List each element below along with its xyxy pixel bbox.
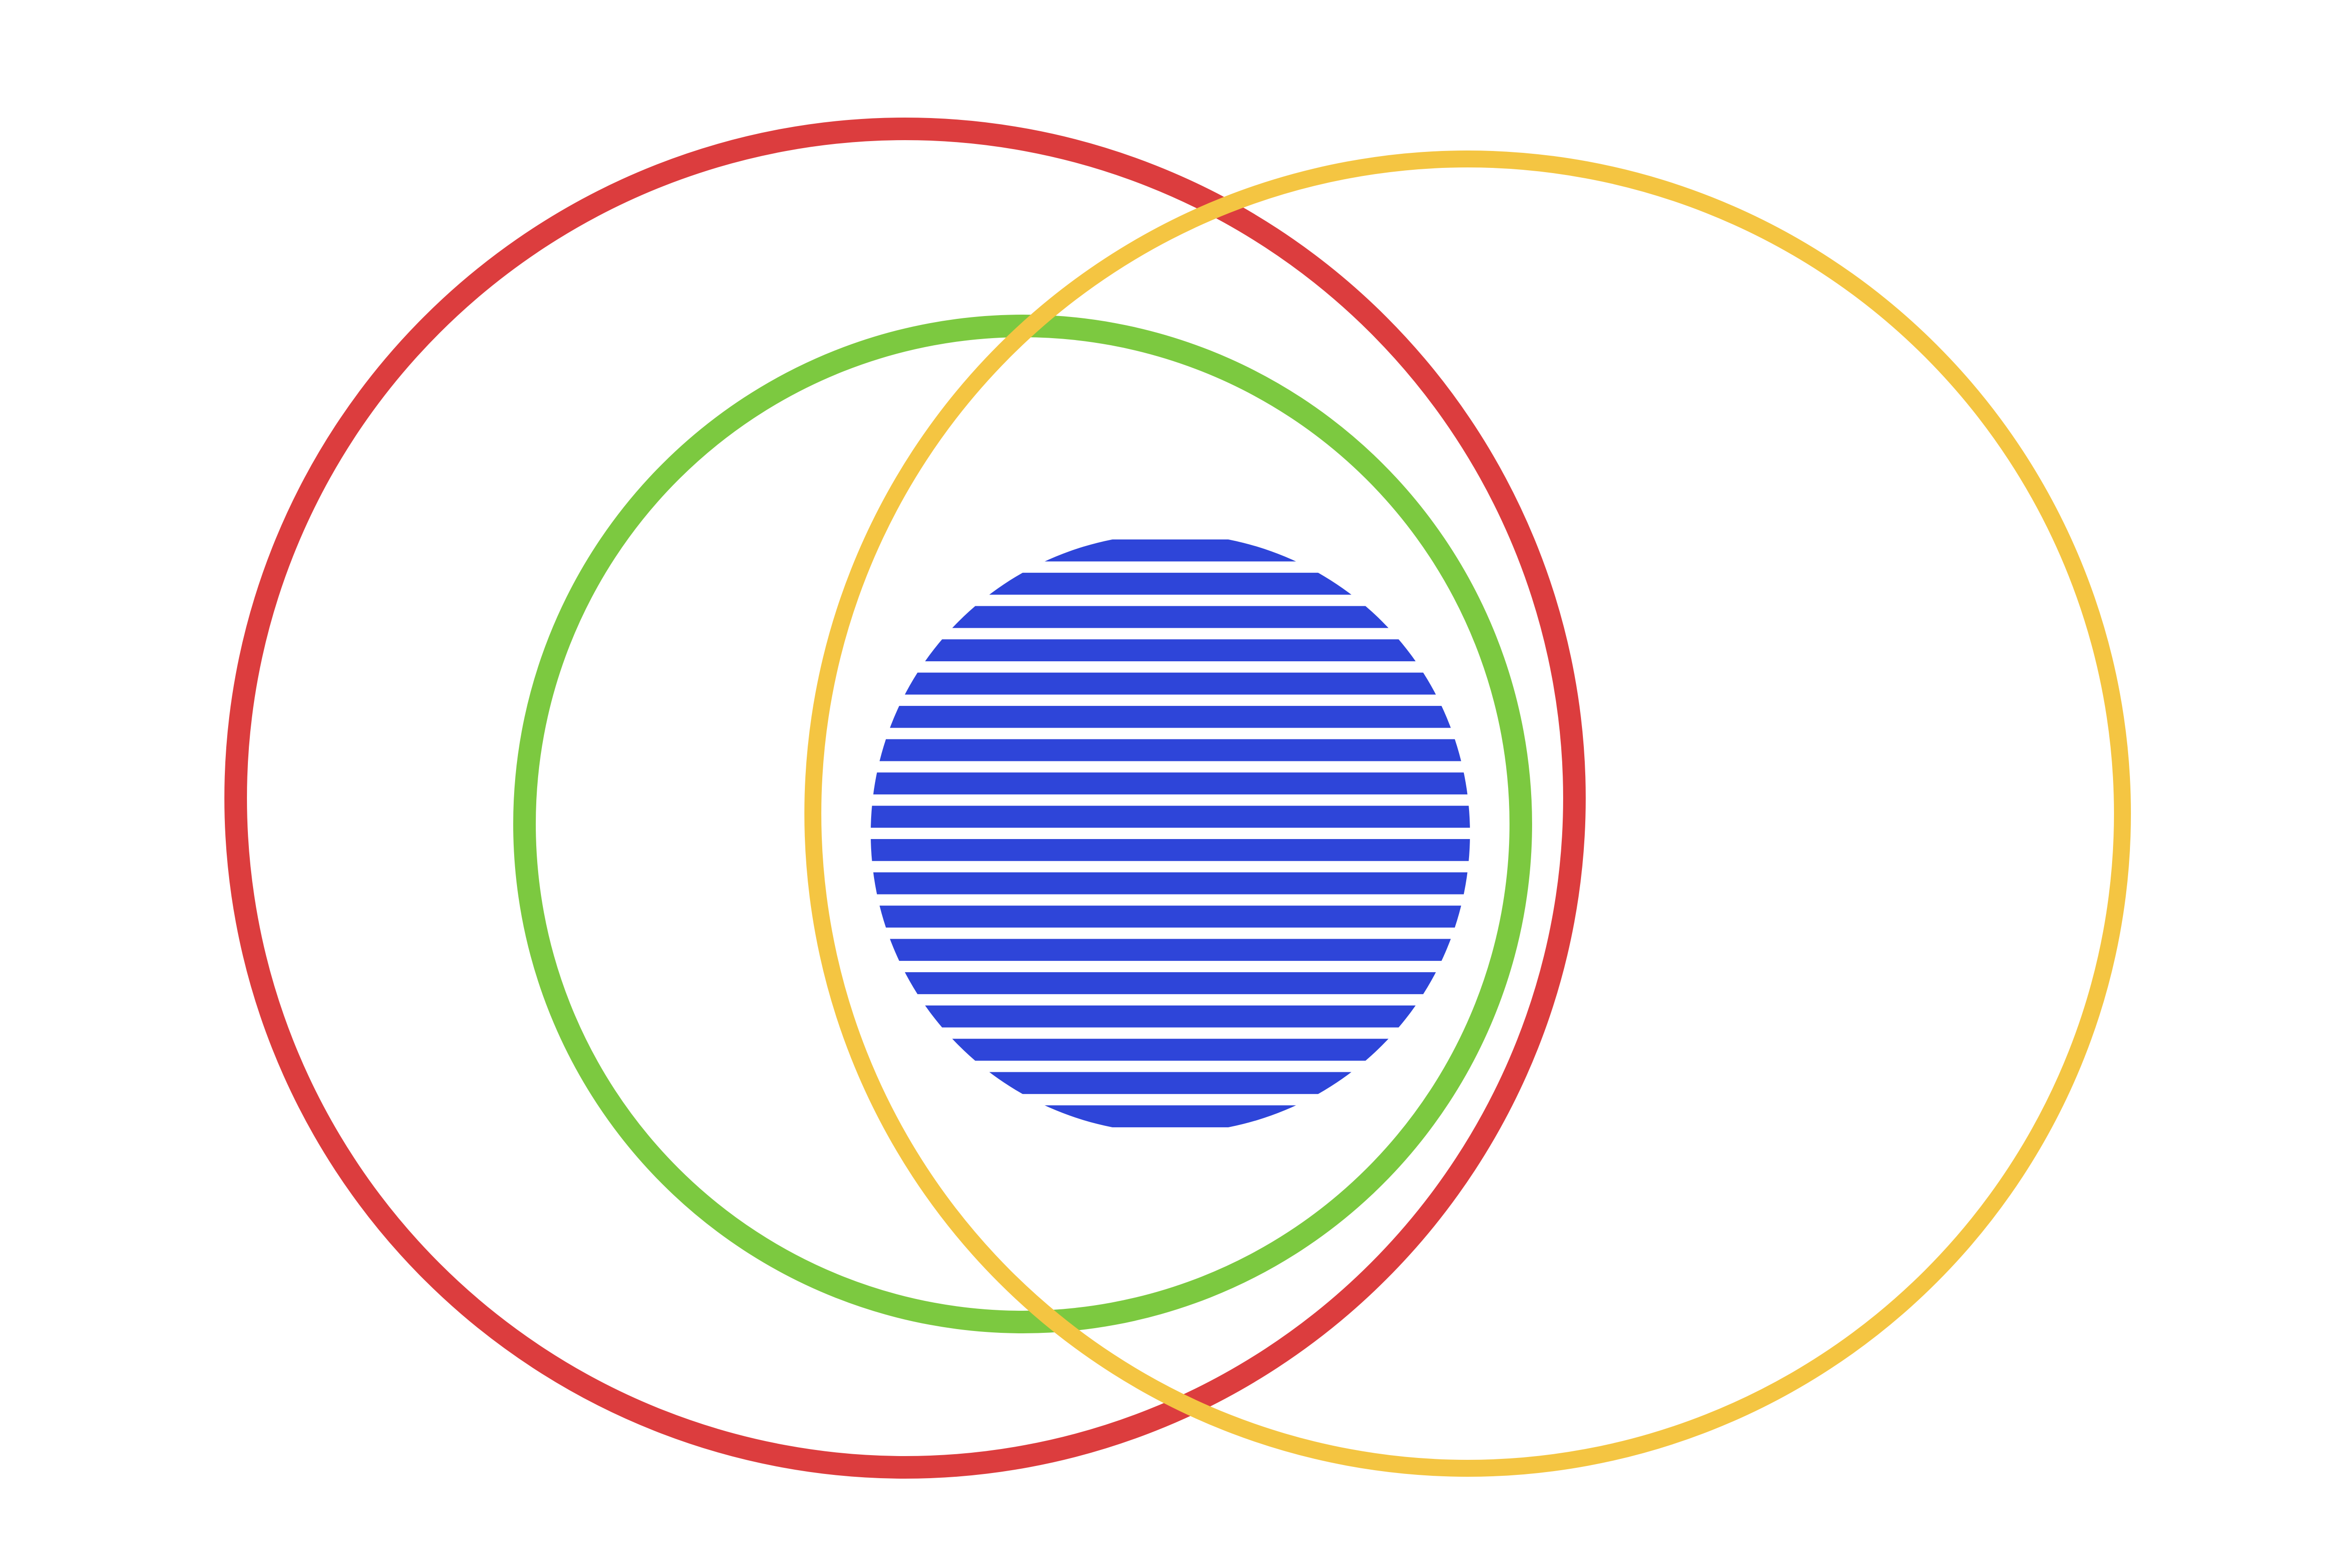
disc-stripe [871,772,1470,795]
disc-stripe [871,939,1470,961]
disc-stripe [871,905,1470,928]
disc-stripe [871,673,1470,695]
disc-stripe [871,739,1470,761]
disc-stripe [871,872,1470,895]
disc-stripe [871,806,1470,828]
disc-stripe [871,839,1470,861]
disc-stripe [871,705,1470,728]
disc-stripe [871,972,1470,994]
disc-stripe [871,1005,1470,1028]
disc-stripe [871,639,1470,662]
yellow-circle [804,150,2131,1477]
red-circle [224,118,1586,1479]
